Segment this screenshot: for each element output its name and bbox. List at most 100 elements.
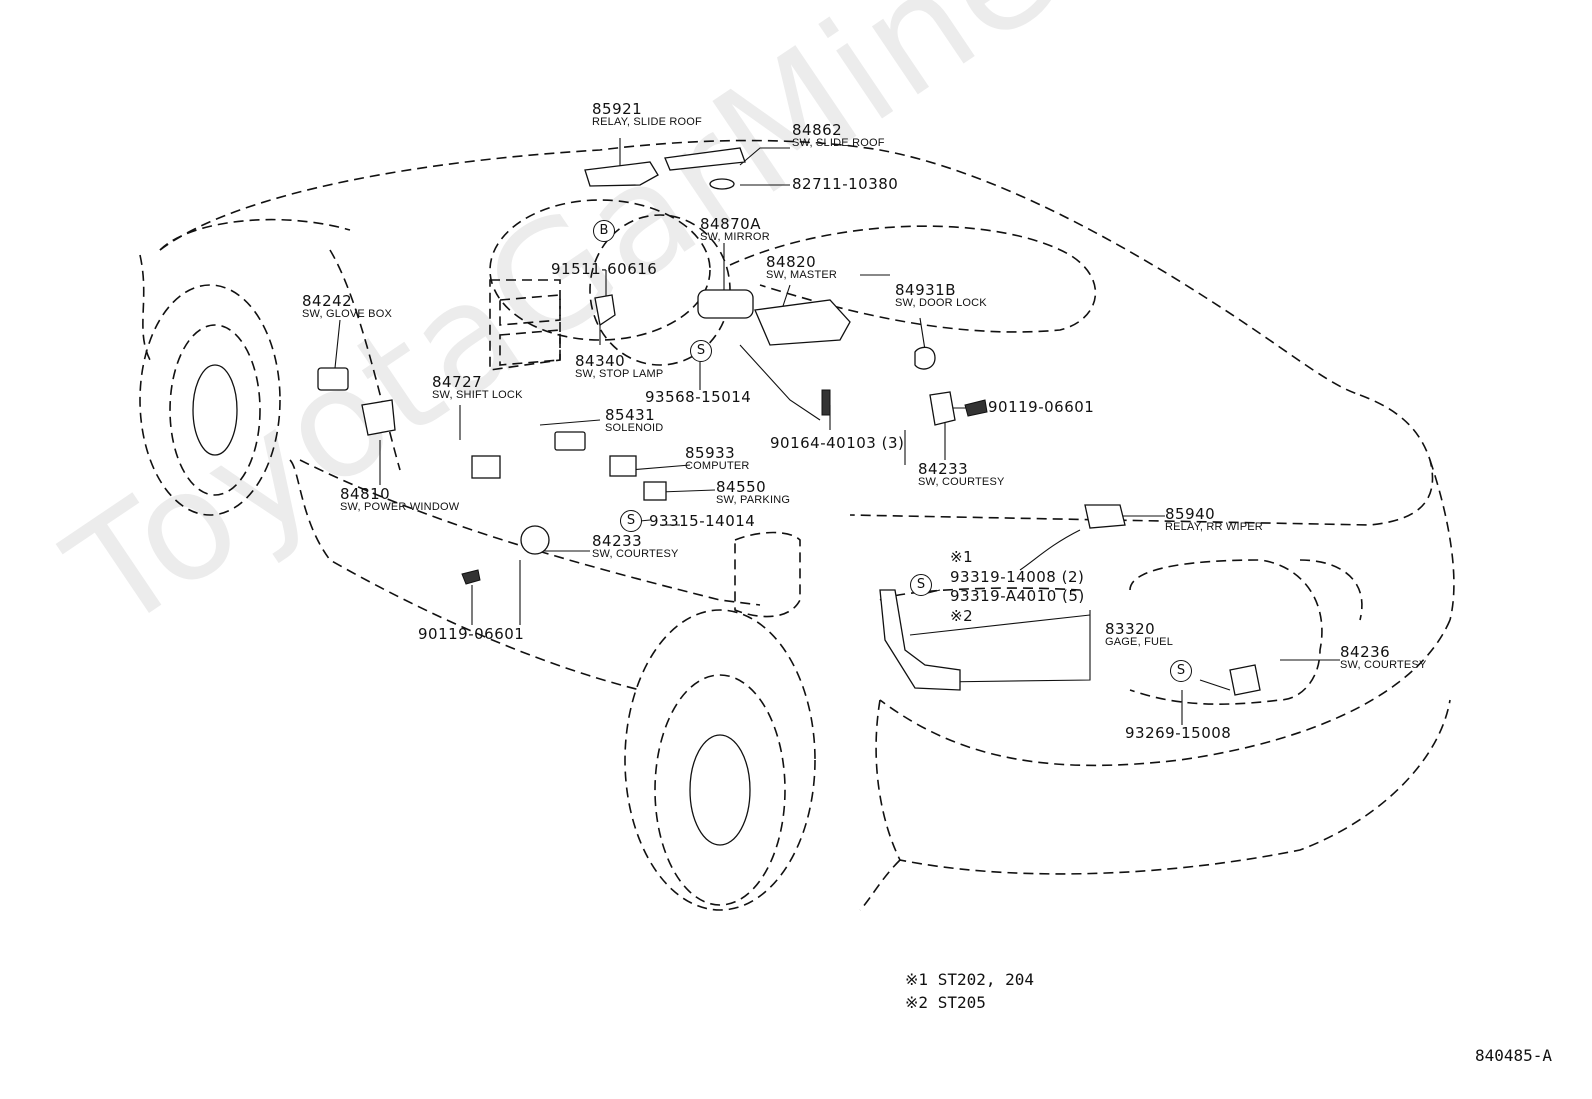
callout-84862: 84862 SW, SLIDE ROOF	[792, 123, 885, 149]
part-number: 84862	[792, 121, 843, 139]
part-number: 84727	[432, 373, 483, 391]
bolt-90119-rear	[964, 399, 988, 417]
note-mark: ※2	[950, 607, 974, 625]
part-number: 85940	[1165, 505, 1216, 523]
solenoid-part	[554, 431, 586, 451]
callout-93315-14014: 93315-14014	[649, 514, 755, 529]
tail-lamp-right	[1299, 559, 1363, 621]
windshield-outline	[139, 254, 151, 361]
part-description: RELAY, SLIDE ROOF	[592, 116, 702, 128]
screw-82711-part	[709, 178, 735, 190]
drawing-code: 840485-A	[1475, 1046, 1553, 1065]
note-text: ST202, 204	[937, 970, 1035, 989]
part-description: RELAY, RR WIPER	[1165, 521, 1263, 533]
rear-wheel	[654, 674, 786, 906]
callout-90164-40103: 90164-40103 (3)	[770, 436, 904, 451]
roof-outline	[159, 139, 1361, 396]
callout-84931b: 84931B SW, DOOR LOCK	[895, 283, 987, 309]
part-number: 93319-14008 (2)	[950, 568, 1085, 586]
part-number: 84820	[766, 253, 817, 271]
callout-84810: 84810 SW, POWER WINDOW	[340, 487, 459, 513]
part-description: SOLENOID	[605, 422, 664, 434]
sw-stop-lamp-part	[594, 294, 616, 327]
callout-93269-15008: 93269-15008	[1125, 726, 1231, 741]
screw-90164	[821, 389, 831, 416]
note-mark: ※2	[905, 993, 929, 1012]
sw-mirror-part	[697, 289, 754, 319]
sw-slide-roof-part	[664, 147, 746, 171]
sw-glove-box-part	[317, 367, 349, 391]
callout-84870a: 84870A SW, MIRROR	[700, 217, 770, 243]
marker-s-circle: S	[1170, 660, 1192, 682]
part-number: 84340	[575, 352, 626, 370]
fuel-door	[734, 531, 801, 618]
part-description: SW, COURTESY	[918, 476, 1005, 488]
marker-s-circle: S	[690, 340, 712, 362]
courtesy-sw-rear-part	[1229, 664, 1261, 696]
callout-84727: 84727 SW, SHIFT LOCK	[432, 375, 523, 401]
callout-note-1-mark: ※1	[950, 550, 973, 565]
note-1: ※1 ST202, 204	[905, 972, 1034, 988]
relay-slide-roof-part	[584, 161, 659, 187]
computer-part	[609, 455, 637, 477]
part-description: SW, SLIDE ROOF	[792, 137, 885, 149]
callout-85921: 85921 RELAY, SLIDE ROOF	[592, 102, 702, 128]
rear-lower	[875, 699, 1451, 875]
part-description: SW, COURTESY	[592, 548, 679, 560]
part-number: 84233	[918, 460, 969, 478]
bolt-90119-front	[461, 569, 481, 585]
part-number: 93315-14014	[649, 512, 756, 530]
part-number: 84870A	[700, 215, 761, 233]
part-description: SW, MIRROR	[700, 231, 770, 243]
part-description: SW, STOP LAMP	[575, 368, 664, 380]
callout-85940: 85940 RELAY, RR WIPER	[1165, 507, 1263, 533]
marker-b-circle: B	[593, 220, 615, 242]
part-number: 84236	[1340, 643, 1391, 661]
part-description: SW, GLOVE BOX	[302, 308, 393, 320]
part-description: SW, COURTESY	[1340, 659, 1427, 671]
part-number: 84810	[340, 485, 391, 503]
sw-door-lock-part	[914, 346, 936, 370]
door-panel-front	[329, 249, 401, 471]
part-number: 90119-06601	[418, 625, 525, 643]
dash-panel	[489, 279, 561, 371]
note-2: ※2 ST205	[905, 995, 986, 1011]
callout-83320: 83320 GAGE, FUEL	[1105, 622, 1173, 648]
front-wheel-arch	[139, 284, 281, 516]
note-text: ST205	[937, 993, 986, 1012]
part-description: SW, SHIFT LOCK	[432, 389, 523, 401]
part-number: 84233	[592, 532, 643, 550]
rear-window	[729, 225, 1097, 333]
part-number: 84550	[716, 478, 767, 496]
part-number: 84931B	[895, 281, 957, 299]
relay-rr-wiper-part	[1084, 504, 1126, 529]
note-mark: ※1	[950, 548, 974, 566]
callout-93319-14008: 93319-14008 (2)	[950, 570, 1084, 585]
door-line	[289, 459, 641, 691]
power-window-sw-part	[471, 455, 501, 479]
callout-84820: 84820 SW, MASTER	[766, 255, 837, 281]
part-description: SW, DOOR LOCK	[895, 297, 987, 309]
part-description: GAGE, FUEL	[1105, 636, 1174, 648]
rear-bumper-top	[1429, 459, 1455, 621]
part-number: 85431	[605, 406, 656, 424]
part-number: 93269-15008	[1125, 724, 1232, 742]
marker-s-circle: S	[910, 574, 932, 596]
fuel-gage-part	[879, 589, 961, 691]
callout-84550: 84550 SW, PARKING	[716, 480, 790, 506]
callout-93568-15014: 93568-15014	[645, 390, 751, 405]
callout-91511-60616: 91511-60616	[551, 262, 657, 277]
part-number: 91511-60616	[551, 260, 658, 278]
callout-90119-06601-front: 90119-06601	[418, 627, 524, 642]
callout-85431: 85431 SOLENOID	[605, 408, 663, 434]
callout-82711-10380: 82711-10380	[792, 177, 898, 192]
part-number: 93319-A4010 (5)	[950, 587, 1085, 605]
part-description: SW, MASTER	[766, 269, 838, 281]
callout-84340: 84340 SW, STOP LAMP	[575, 354, 663, 380]
instrument-cluster	[489, 199, 711, 341]
part-number: 85933	[685, 444, 736, 462]
part-number: 84242	[302, 292, 353, 310]
part-number: 82711-10380	[792, 175, 899, 193]
part-number: 93568-15014	[645, 388, 752, 406]
